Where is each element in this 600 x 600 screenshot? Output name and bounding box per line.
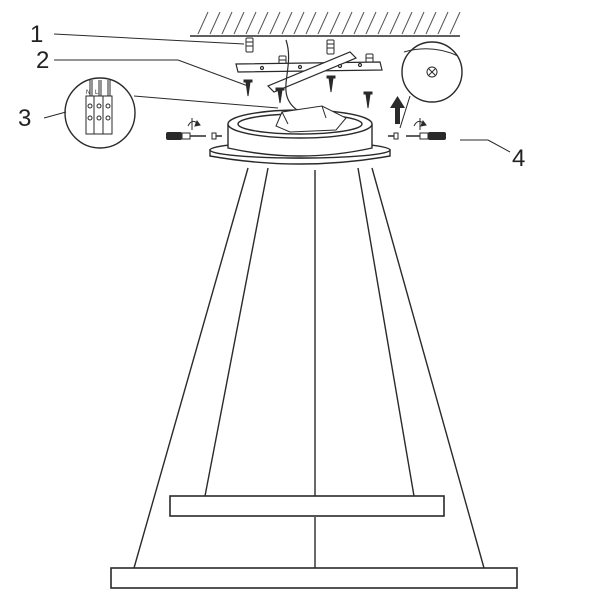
suspension-cables [133,167,485,569]
screw-icon [326,75,336,93]
rotate-icon [413,118,427,130]
screw-icon [363,91,373,109]
mounting-bracket [235,51,383,93]
set-screw-detail [399,41,463,129]
ceiling [190,11,461,37]
supply-wire [285,39,301,113]
anchor-icon [245,37,254,53]
terminal-block-detail: N L [64,77,136,149]
rotate-icon [187,118,201,130]
callout-2: 2 [36,47,49,74]
screwdriver-right [388,118,446,140]
callout-3: 3 [18,105,31,132]
anchor-icon [326,39,335,55]
canopy [209,105,391,165]
screwdriver-icon [166,132,206,140]
bracket-screws [243,75,373,109]
terminal-mark-live: L [95,90,99,96]
terminal-mark-neutral: N [86,90,90,96]
lower-ring [110,567,518,589]
upper-ring [169,495,445,517]
screw-icon [211,132,222,140]
ceiling-hatch [197,11,461,35]
callout-1: 1 [30,21,43,48]
leader-lines [43,33,511,153]
arrow-up-icon [390,96,405,124]
screw-icon [275,87,285,104]
screw-icon [243,79,253,97]
screwdriver-left [166,118,222,140]
screw-icon [388,132,399,140]
screwdriver-icon [406,132,446,140]
callout-4: 4 [512,145,525,172]
